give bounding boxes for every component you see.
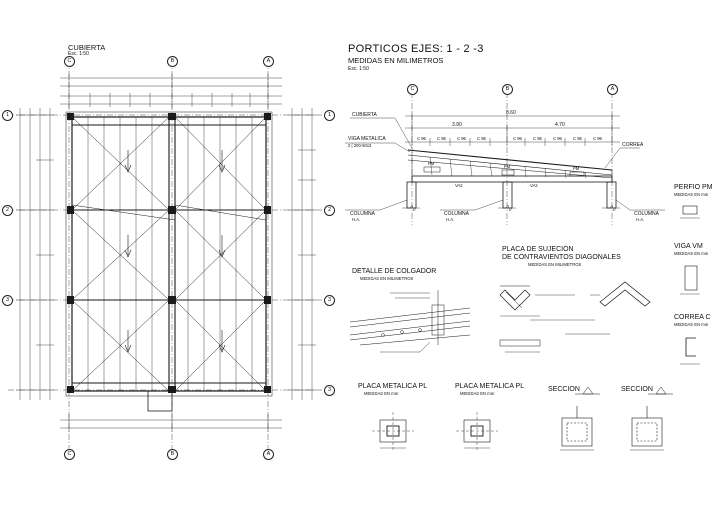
metal-plate-details bbox=[372, 412, 498, 450]
label-cubierta: CUBIERTA bbox=[352, 112, 377, 118]
spacing-label: C 96 bbox=[417, 136, 426, 141]
spacing-label: C 96 bbox=[553, 136, 562, 141]
column-label: COLUMNA bbox=[634, 211, 660, 217]
placa2-title: PLACA METALICA PL bbox=[455, 383, 525, 390]
axis-bubble: A bbox=[263, 56, 274, 67]
dim-right: 4.70 bbox=[555, 122, 565, 128]
spacing-label: C 96 bbox=[573, 136, 582, 141]
axis-bubble: C bbox=[407, 84, 418, 95]
frame-elevation bbox=[345, 92, 665, 225]
axis-bubble: 3 bbox=[324, 295, 335, 306]
axis-bubble: 2 bbox=[2, 205, 13, 216]
column-sub: H.A. bbox=[446, 217, 455, 222]
label-viga-sub: 2 [ 200-50x3 bbox=[348, 143, 372, 148]
axis-bubble: 3 bbox=[324, 385, 335, 396]
hanger-detail bbox=[349, 290, 471, 353]
hanger-sub: MEDIDAS EN MILIMETROS bbox=[360, 276, 414, 281]
seccion1-title: SECCION bbox=[548, 386, 580, 393]
column-label: COLUMNA bbox=[444, 211, 470, 217]
column-sections bbox=[560, 406, 664, 451]
plan-title: CUBIERTA bbox=[68, 43, 106, 52]
label-correa: CORREA bbox=[622, 142, 644, 148]
bracing-plate-details bbox=[499, 281, 651, 353]
column-sub: H.A. bbox=[352, 217, 361, 222]
spacing-label: C 96 bbox=[513, 136, 522, 141]
beam-va2: VA2 bbox=[530, 183, 538, 188]
roof-plan bbox=[8, 60, 330, 455]
perfil-title: PERFIO PM bbox=[674, 184, 713, 191]
axis-bubble: 3 bbox=[2, 295, 13, 306]
axis-bubble: C bbox=[64, 449, 75, 460]
axis-bubble: A bbox=[263, 449, 274, 460]
bracing-title-2: DE CONTRAVIENTOS DIAGONALES bbox=[502, 254, 621, 261]
dim-total: 8.60 bbox=[506, 110, 516, 116]
placa1-title: PLACA METALICA PL bbox=[358, 383, 428, 390]
spacing-label: C 96 bbox=[437, 136, 446, 141]
plan-scale: Esc. 1:50 bbox=[68, 51, 89, 57]
beam-pm: PM bbox=[428, 161, 435, 166]
beam-pm: PM bbox=[504, 164, 511, 169]
axis-bubble: B bbox=[502, 84, 513, 95]
spacing-label: C 96 bbox=[533, 136, 542, 141]
frames-scale: Esc. 1:50 bbox=[348, 66, 369, 72]
beam-pm: PM bbox=[573, 166, 580, 171]
axis-bubble: 1 bbox=[324, 110, 335, 121]
label-viga: VIGA METALICA bbox=[348, 136, 386, 142]
hanger-title: DETALLE DE COLGADOR bbox=[352, 268, 437, 275]
axis-bubble: C bbox=[64, 56, 75, 67]
frames-subtitle: MEDIDAS EN MILIMETROS bbox=[348, 56, 444, 65]
viga-sub: MEDIDAS EN mm bbox=[674, 251, 709, 256]
frames-title: PORTICOS EJES: 1 - 2 -3 bbox=[348, 43, 484, 55]
bracing-sub: MEDIDAS EN MILIMETROS bbox=[528, 262, 582, 267]
axis-bubble: 1 bbox=[2, 110, 13, 121]
axis-bubble: B bbox=[167, 56, 178, 67]
spacing-label: C 96 bbox=[593, 136, 602, 141]
bracing-title-1: PLACA DE SUJECIÓN bbox=[502, 246, 574, 253]
axis-bubble: B bbox=[167, 449, 178, 460]
profile-sections bbox=[680, 205, 700, 365]
viga-title: VIGA VM bbox=[674, 243, 703, 250]
dim-left: 3.90 bbox=[452, 122, 462, 128]
spacing-label: C 96 bbox=[457, 136, 466, 141]
beam-va2: VA2 bbox=[455, 183, 463, 188]
column-label: COLUMNA bbox=[350, 211, 376, 217]
placa1-sub: MEDIDAS EN mm bbox=[364, 391, 399, 396]
spacing-label: C 96 bbox=[477, 136, 486, 141]
perfil-sub: MEDIDAS EN mm bbox=[674, 192, 709, 197]
axis-bubble: A bbox=[607, 84, 618, 95]
column-sub: H.A. bbox=[636, 217, 645, 222]
axis-bubble: 2 bbox=[324, 205, 335, 216]
correa-title: CORREA C bbox=[674, 314, 711, 321]
correa-sub: MEDIDAS EN mm bbox=[674, 322, 709, 327]
seccion2-title: SECCION bbox=[621, 386, 653, 393]
placa2-sub: MEDIDAS EN mm bbox=[460, 391, 495, 396]
